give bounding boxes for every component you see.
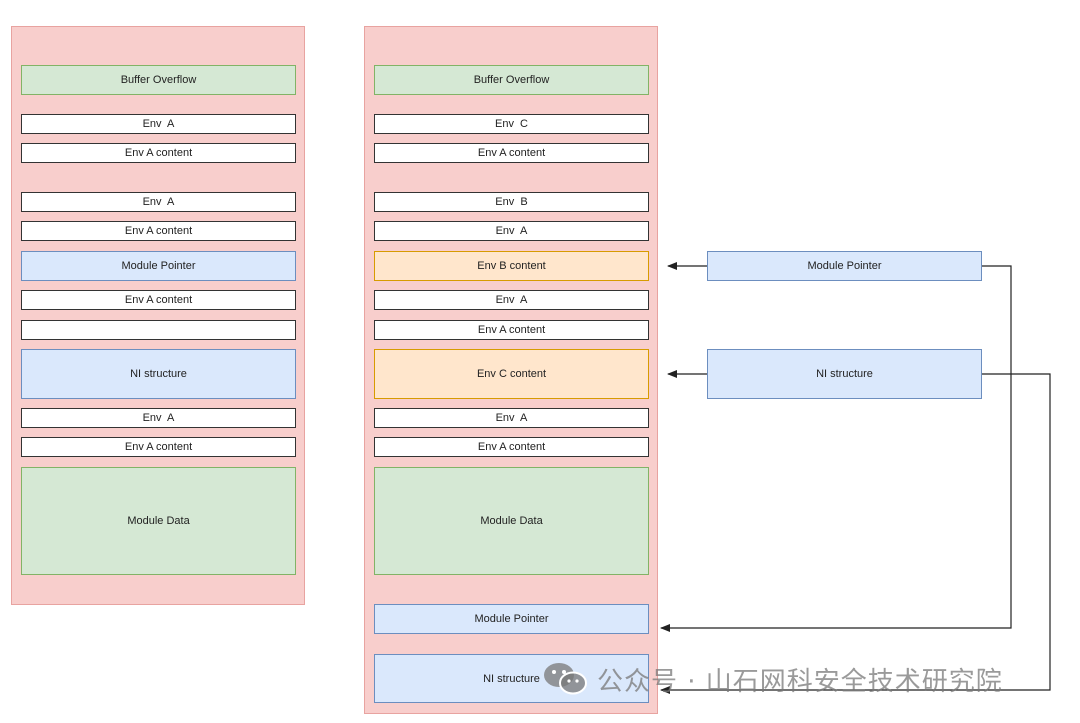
left-env-a-header-1: Env A — [21, 114, 296, 134]
left-ni-structure-block: NI structure — [21, 349, 296, 399]
right-env-a-content-1: Env A content — [374, 143, 649, 163]
right-ni-structure-block: NI structure — [374, 654, 649, 703]
right-buffer-overflow-block: Buffer Overflow — [374, 65, 649, 95]
right-env-b-header: Env B — [374, 192, 649, 212]
left-env-a-content-4: Env A content — [21, 437, 296, 457]
left-empty-block — [21, 320, 296, 340]
right-env-a-header-3: Env A — [374, 408, 649, 428]
right-env-c-content-block: Env C content — [374, 349, 649, 399]
left-module-pointer-block: Module Pointer — [21, 251, 296, 281]
left-env-a-header-2: Env A — [21, 192, 296, 212]
left-env-a-content-1: Env A content — [21, 143, 296, 163]
arrow-ni-structure-to-right-ni-structure — [660, 373, 1051, 694]
wechat-icon — [544, 663, 587, 695]
left-env-a-content-3: Env A content — [21, 290, 296, 310]
right-env-b-content-block: Env B content — [374, 251, 649, 281]
watermark-text: 公众号 · 山石网科安全技术研究院 — [597, 666, 1003, 697]
left-module-data-block: Module Data — [21, 467, 296, 575]
right-env-a-content-3: Env A content — [374, 437, 649, 457]
left-env-a-header-3: Env A — [21, 408, 296, 428]
right-env-a-content-2: Env A content — [374, 320, 649, 340]
external-ni-structure-block: NI structure — [707, 349, 982, 399]
watermark: 公众号 · 山石网科安全技术研究院 — [543, 657, 1003, 701]
right-module-pointer-block: Module Pointer — [374, 604, 649, 634]
right-env-a-header-2: Env A — [374, 290, 649, 310]
left-env-a-content-2: Env A content — [21, 221, 296, 241]
right-module-data-block: Module Data — [374, 467, 649, 575]
external-module-pointer-block: Module Pointer — [707, 251, 982, 281]
right-env-c-header: Env C — [374, 114, 649, 134]
arrow-module-pointer-to-right-module-pointer — [660, 265, 1012, 632]
right-env-a-header-1: Env A — [374, 221, 649, 241]
left-buffer-overflow-block: Buffer Overflow — [21, 65, 296, 95]
